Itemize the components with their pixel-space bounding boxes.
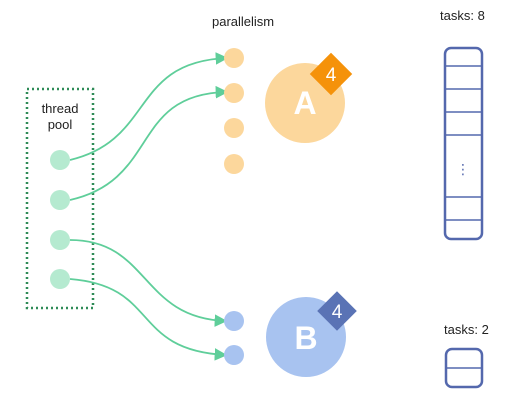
thread-pool-box <box>25 87 95 310</box>
slot-a <box>224 154 244 174</box>
thread-dot <box>50 230 70 250</box>
group-a-badge <box>309 52 353 96</box>
parallelism-label: parallelism <box>212 14 275 29</box>
tasks-b-label: tasks: 2 <box>444 322 489 337</box>
arrow-thread1-to-a-slot1 <box>69 52 229 161</box>
slot-a <box>224 48 244 68</box>
slot-b <box>224 345 244 365</box>
thread-pool-label-line2: pool <box>47 117 73 132</box>
tasks-a-label: tasks: 8 <box>440 8 485 23</box>
thread-pool-label: thread pool <box>26 101 94 133</box>
group-b-badge-number: 4 <box>332 302 343 323</box>
group-b-letter: B <box>294 320 317 356</box>
slot-a <box>224 83 244 103</box>
thread-dot <box>50 150 70 170</box>
slot-b <box>224 311 244 331</box>
thread-pool-label-line1: thread <box>41 101 79 116</box>
group-a-letter: A <box>293 85 316 121</box>
group-b-badge <box>317 291 357 331</box>
group-a-badge-number: 4 <box>326 65 337 86</box>
arrow-thread4-to-b-slot2 <box>69 278 228 361</box>
task-queue-a <box>443 46 484 241</box>
arrow-thread3-to-b-slot1 <box>69 239 228 327</box>
thread-dot <box>50 269 70 289</box>
arrow-thread2-to-a-slot2 <box>69 85 229 201</box>
thread-dot <box>50 190 70 210</box>
task-queue-ellipsis: ⋮ <box>456 162 470 178</box>
slot-a <box>224 118 244 138</box>
